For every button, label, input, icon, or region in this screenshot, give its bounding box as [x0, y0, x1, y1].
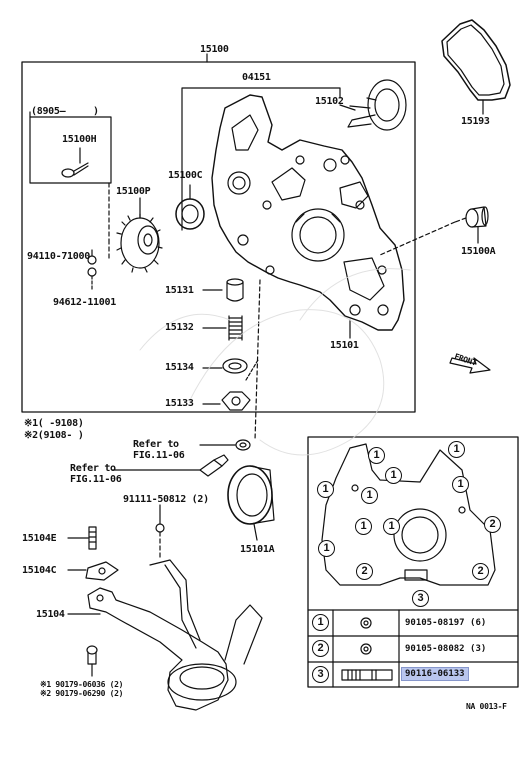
label-15100h: 15100H	[62, 134, 97, 145]
gasket-ring	[235, 439, 251, 451]
refer-fig-1-line2: FIG.11-06	[133, 450, 185, 461]
screw-15100h	[61, 162, 89, 178]
strainer-15104	[87, 559, 263, 711]
refer-fig-2-line2: FIG.11-06	[70, 474, 122, 485]
label-range-8905: (8905—	[31, 106, 66, 117]
bracket-04151	[181, 87, 341, 231]
label-04151: 04151	[242, 72, 271, 83]
callout-2: 2	[484, 516, 501, 533]
inset-pump-outline	[321, 443, 496, 586]
refer-fig-1-line1: Refer to	[133, 439, 179, 450]
label-15100: 15100	[200, 44, 229, 55]
main-assembly-box	[21, 61, 416, 413]
callout-1: 1	[361, 487, 378, 504]
bolt-symbol-2	[360, 643, 372, 655]
front-arrow	[449, 357, 491, 374]
callout-1: 1	[385, 467, 402, 484]
footnote-2: ※2 90179-06290 (2)	[40, 689, 124, 698]
watermark	[139, 268, 411, 456]
label-15104c: 15104C	[22, 565, 57, 576]
callout-1: 1	[317, 481, 334, 498]
note-2: ※2(9108- )	[24, 430, 84, 441]
callout-3: 3	[412, 590, 429, 607]
label-15100a: 15100A	[461, 246, 496, 257]
stud-symbol-3	[341, 669, 393, 681]
label-94110: 94110-71000	[27, 251, 90, 262]
label-91111: 91111-50812 (2)	[123, 494, 209, 505]
crank-seal-15101a	[227, 465, 275, 525]
bolt-detail-inset	[307, 436, 519, 688]
label-15132: 15132	[165, 322, 194, 333]
gasket-15104c	[85, 561, 119, 581]
table-key-2: 2	[312, 640, 329, 657]
oil-check-valve	[199, 454, 229, 477]
label-15131: 15131	[165, 285, 194, 296]
callout-1: 1	[448, 441, 465, 458]
label-15100c: 15100C	[168, 170, 203, 181]
detail-box-15100h	[29, 116, 112, 184]
label-15193: 15193	[461, 116, 490, 127]
driven-gear-15100p	[116, 213, 163, 273]
table-part-1: 90105-08197 (6)	[405, 618, 487, 628]
oil-seal-15100c	[175, 198, 205, 230]
oil-pump-body	[211, 94, 405, 331]
callout-1: 1	[318, 540, 335, 557]
refer-fig-2-line1: Refer to	[70, 463, 116, 474]
callout-1: 1	[383, 518, 400, 535]
label-15101a: 15101A	[240, 544, 275, 555]
label-15101: 15101	[330, 340, 359, 351]
washer-94612	[87, 267, 97, 277]
table-key-3: 3	[312, 666, 329, 683]
callout-2: 2	[472, 563, 489, 580]
o-ring-15193	[441, 19, 511, 101]
callout-2: 2	[356, 563, 373, 580]
callout-1: 1	[368, 447, 385, 464]
label-15100p: 15100P	[116, 186, 151, 197]
table-part-2: 90105-08082 (3)	[405, 644, 487, 654]
label-range-close: )	[93, 106, 99, 117]
pin-15104e	[88, 526, 97, 550]
bolt-91111	[155, 523, 165, 533]
footnote-1: ※1 90179-06036 (2)	[40, 680, 124, 689]
label-15133: 15133	[165, 398, 194, 409]
table-part-3-highlighted[interactable]: 90116-06133	[401, 667, 469, 681]
label-15104e: 15104E	[22, 533, 57, 544]
screw-90179	[86, 645, 98, 665]
relief-valve-parts	[221, 278, 251, 411]
callout-1: 1	[355, 518, 372, 535]
bushing-15100a	[465, 206, 489, 228]
label-15104: 15104	[36, 609, 65, 620]
label-15102: 15102	[315, 96, 344, 107]
callout-1: 1	[452, 476, 469, 493]
drive-rotor-15102	[347, 79, 407, 131]
label-94612: 94612-11001	[53, 297, 116, 308]
figure-code: NA 0013-F	[466, 702, 507, 711]
bolt-symbol-1	[360, 617, 372, 629]
label-15134: 15134	[165, 362, 194, 373]
note-1: ※1( -9108)	[24, 418, 84, 429]
table-key-1: 1	[312, 614, 329, 631]
